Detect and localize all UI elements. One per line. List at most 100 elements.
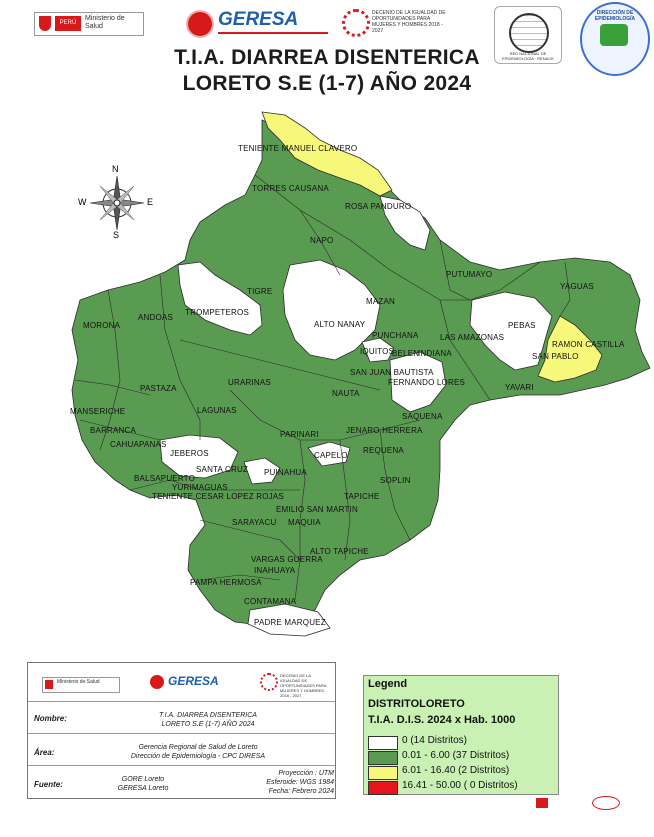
label-teniente-cesar-lopez-rojas: TENIENTE CESAR LOPEZ ROJAS <box>152 492 284 501</box>
region-ramon-castilla <box>537 315 603 383</box>
compass-s: S <box>113 230 120 240</box>
info-geresa-emblem-icon <box>150 675 164 689</box>
label-padre-marquez: PADRE MARQUEZ <box>254 618 326 627</box>
info-fuente-line1: GORE Loreto <box>121 776 165 783</box>
footer-credit-logo-icon <box>536 798 548 808</box>
region-fernando-lores <box>389 351 447 413</box>
district-boundaries <box>74 174 571 601</box>
legend-label-2: 6.01 - 16.40 (2 Distritos) <box>402 765 510 776</box>
label-jenaro-herrera: JENARO HERRERA <box>346 426 423 435</box>
info-row-fuente: Fuente: GORE Loreto GERESA Loreto Proyec… <box>28 765 335 798</box>
label-san-juan-bautista: SAN JUAN BAUTISTA <box>350 368 434 377</box>
label-morona: MORONA <box>83 321 121 330</box>
info-nombre-label: Nombre: <box>34 714 67 723</box>
info-peru-shield-icon <box>45 680 53 689</box>
footer-geresa-mini-icon <box>592 796 620 810</box>
legend-swatch-2 <box>368 766 398 780</box>
label-sarayacu: SARAYACU <box>232 518 277 527</box>
label-barranca: BARRANCA <box>90 426 137 435</box>
epidemiologia-logo: DIRECCIÓN DE EPIDEMIOLOGÍA <box>580 2 650 76</box>
label-torres-causana: TORRES CAUSANA <box>252 184 329 193</box>
compass-n: N <box>112 164 119 174</box>
label-iquitos: IQUITOS <box>360 347 395 356</box>
label-soplin: SOPLIN <box>380 476 411 485</box>
label-jeberos: JEBEROS <box>170 449 209 458</box>
decenio-logo: DECENIO DE LA IGUALDAD DE OPORTUNIDADES … <box>342 8 452 38</box>
label-tigre: TIGRE <box>247 287 273 296</box>
info-esferoide: Esferoide: WGS 1984 <box>266 779 334 786</box>
compass-rose: N S W E <box>78 164 154 240</box>
label-las-amazonas: LAS AMAZONAS <box>440 333 505 342</box>
geresa-underline <box>218 32 328 34</box>
region-padre-marquez <box>247 603 331 637</box>
label-napo: NAPO <box>310 236 334 245</box>
info-ministerio-text: Ministerio de Salud <box>57 679 100 685</box>
label-ramon-castilla: RAMON CASTILLA <box>552 340 625 349</box>
info-logos-strip: Ministerio de Salud GERESA DECENIO DE LA… <box>28 663 335 701</box>
globe-icon <box>509 13 549 53</box>
label-tapiche: TAPICHE <box>344 492 380 501</box>
region-tigre <box>177 261 263 336</box>
info-area-line2: Dirección de Epidemiología - CPC DIRESA <box>130 753 266 760</box>
map-legend: Legend DISTRITOLORETO T.I.A. D.I.S. 2024… <box>363 675 559 795</box>
legend-title: Legend <box>368 678 408 690</box>
label-putumayo: PUTUMAYO <box>446 270 493 279</box>
legend-label-3: 16.41 - 50.00 ( 0 Distritos) <box>402 780 518 791</box>
info-fecha: Fecha: Febrero 2024 <box>268 788 334 795</box>
label-urarinas: URARINAS <box>228 378 271 387</box>
region-teniente-manuel-clavero <box>261 111 393 197</box>
label-pampa-hermosa: PAMPA HERMOSA <box>190 578 262 587</box>
info-minsa-logo: Ministerio de Salud <box>42 677 120 693</box>
label-yaguas: YAGUAS <box>560 282 594 291</box>
info-row-area: Área: Gerencia Regional de Salud de Lore… <box>28 733 335 766</box>
peru-badge: PERÚ <box>55 16 81 31</box>
label-vargas-guerra: VARGAS GUERRA <box>251 555 323 564</box>
label-nauta: NAUTA <box>332 389 360 398</box>
region-alto-nanay <box>282 259 381 361</box>
legend-swatch-3 <box>368 781 398 795</box>
compass-e: E <box>147 197 154 207</box>
info-row-nombre: Nombre: T.I.A. DIARREA DISENTERICA LORET… <box>28 701 335 734</box>
label-punchana: PUNCHANA <box>372 331 419 340</box>
info-fuente-label: Fuente: <box>34 780 63 789</box>
region-iquitos <box>361 337 395 363</box>
label-teniente-manuel-clavero: TENIENTE MANUEL CLAVERO <box>238 144 358 153</box>
label-pastaza: PASTAZA <box>140 384 177 393</box>
label-maquia: MAQUIA <box>288 518 321 527</box>
info-decenio-text: DECENIO DE LA IGUALDAD DE OPORTUNIDADES … <box>280 673 327 698</box>
label-andoas: ANDOAS <box>138 313 173 322</box>
info-area-label: Área: <box>34 748 55 757</box>
label-alto-tapiche: ALTO TAPICHE <box>310 547 369 556</box>
label-parinari: PARINARI <box>280 430 319 439</box>
label-yavari: YAVARI <box>505 383 534 392</box>
label-requena: REQUENA <box>363 446 404 455</box>
label-manseriche: MANSERICHE <box>70 407 126 416</box>
map-info-box: Ministerio de Salud GERESA DECENIO DE LA… <box>27 662 336 799</box>
region-rosa-panduro <box>379 195 431 251</box>
label-san-pablo: SAN PABLO <box>532 352 579 361</box>
legend-field: T.I.A. D.I.S. 2024 x Hab. 1000 <box>368 714 516 726</box>
epidemiologia-emblem-icon <box>600 24 628 46</box>
label-santa-cruz: SANTA CRUZ <box>196 465 249 474</box>
legend-swatch-0 <box>368 736 398 750</box>
label-mazan: MAZAN <box>366 297 395 306</box>
info-proyeccion: Proyección : UTM <box>278 770 334 777</box>
label-saquena: SAQUENA <box>402 412 443 421</box>
label-fernando-lores: FERNANDO LORES <box>388 378 466 387</box>
label-capelo: CAPELO <box>314 451 348 460</box>
info-geresa-text: GERESA <box>168 674 219 688</box>
label-contamana: CONTAMANA <box>244 597 297 606</box>
info-nombre-line2: LORETO S.E (1-7) AÑO 2024 <box>161 721 255 728</box>
label-alto-nanay: ALTO NANAY <box>314 320 366 329</box>
compass-w: W <box>78 197 87 207</box>
label-cahuapanas: CAHUAPANAS <box>110 440 167 449</box>
label-emilio-san-martin: EMILIO SAN MARTIN <box>276 505 358 514</box>
region-santa-cruz <box>243 457 281 485</box>
label-inahuaya: INAHUAYA <box>254 566 296 575</box>
decenio-sun-icon <box>342 9 370 37</box>
renace-logo: RED NACIONAL DE EPIDEMIOLOGÍA · RENACE <box>494 6 562 64</box>
legend-label-1: 0.01 - 6.00 (37 Distritos) <box>402 750 510 761</box>
region-pebas <box>469 291 553 371</box>
legend-swatch-1 <box>368 751 398 765</box>
compass-icon <box>89 175 145 231</box>
